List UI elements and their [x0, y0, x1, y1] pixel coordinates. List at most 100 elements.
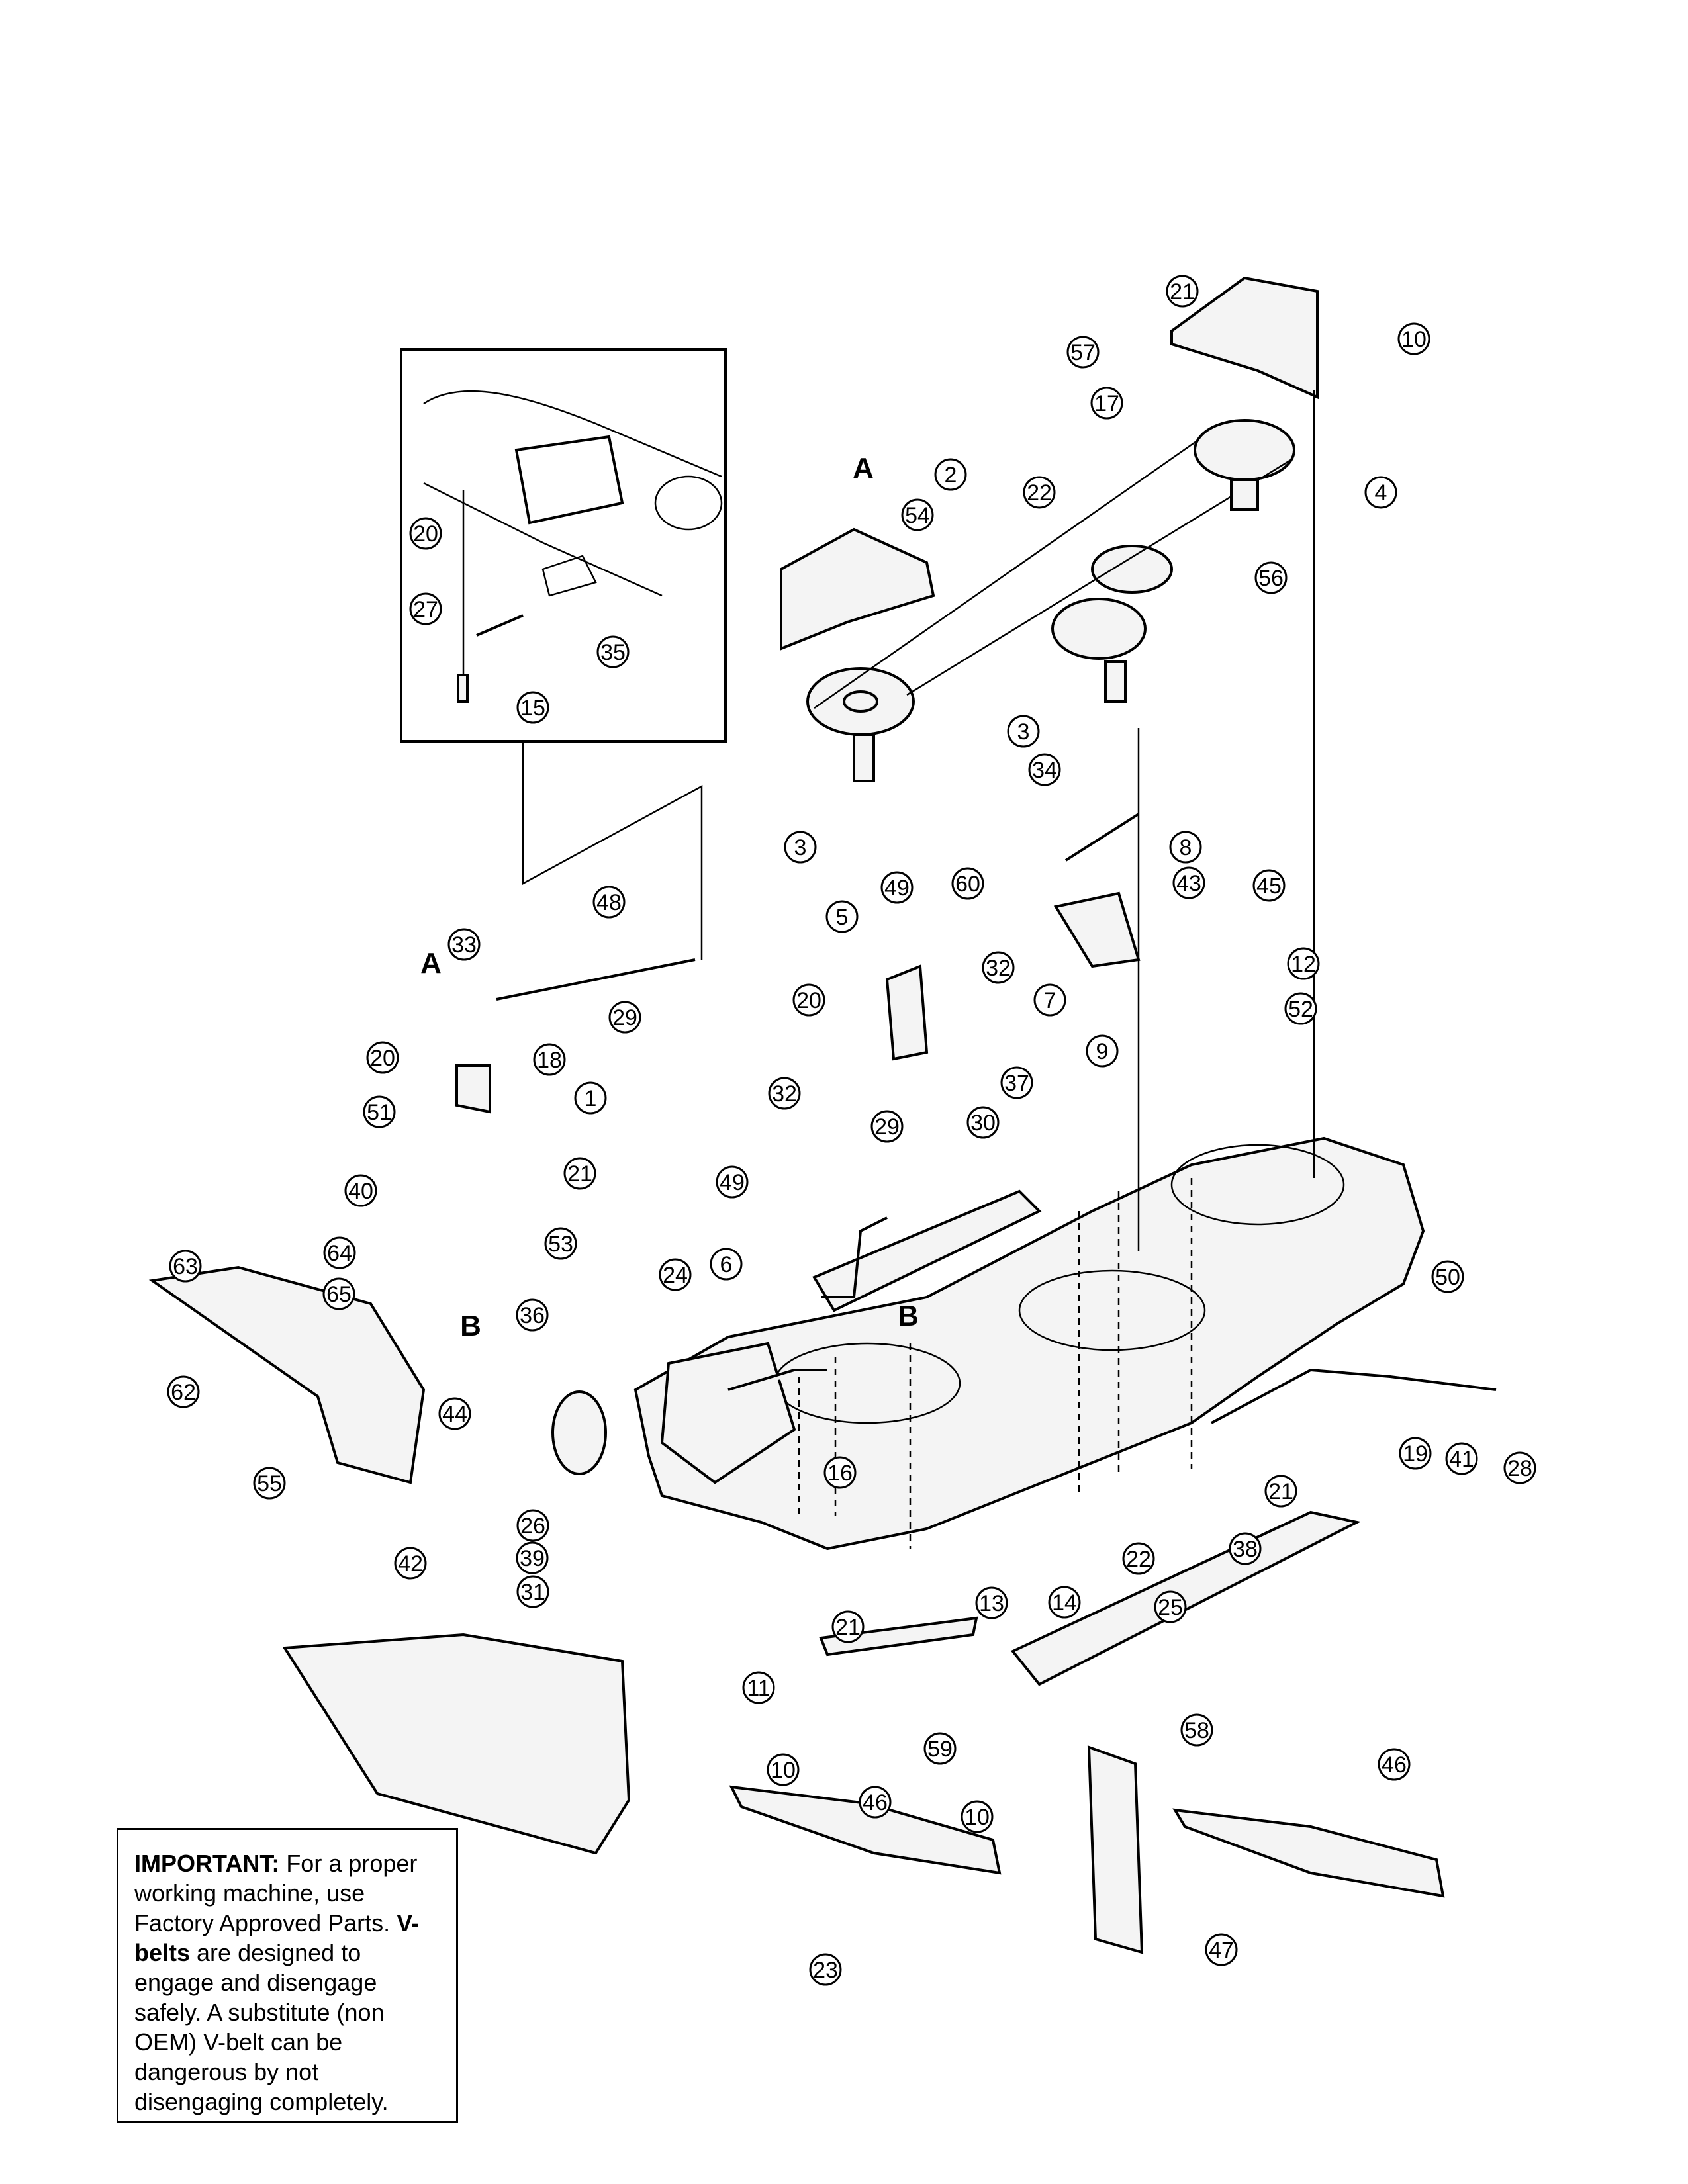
callout-circle [792, 983, 825, 1017]
callout-number: 30 [970, 1111, 996, 1136]
callout-circle [533, 1043, 566, 1076]
callout-number: 58 [1184, 1718, 1209, 1743]
callout-number: 62 [171, 1380, 196, 1405]
callout-26: 26 [516, 1509, 549, 1542]
callout-number: 10 [1401, 327, 1427, 352]
callout-circle [516, 1298, 549, 1332]
stabilizer-rod [1211, 1368, 1497, 1424]
callout-3: 3 [1007, 715, 1040, 748]
callout-number: 10 [771, 1758, 796, 1783]
pulley-cover [1170, 276, 1319, 400]
callout-number: 46 [863, 1790, 888, 1815]
callout-number: 36 [520, 1303, 545, 1328]
callout-circle [1284, 992, 1317, 1025]
callout-circle [1166, 275, 1199, 308]
callout-circle [767, 1753, 800, 1786]
callout-34: 34 [1028, 753, 1061, 786]
callout-30: 30 [966, 1106, 1000, 1139]
callout-circle [923, 1732, 957, 1765]
callout-circle [975, 1586, 1008, 1619]
callout-number: 33 [451, 933, 477, 958]
callout-21: 21 [1264, 1475, 1297, 1508]
callout-32: 32 [768, 1077, 801, 1110]
section-letter-a-top: A [853, 452, 874, 484]
callout-36: 36 [516, 1298, 549, 1332]
callout-circle [563, 1157, 596, 1190]
callout-circle [409, 517, 442, 550]
callout-62: 62 [167, 1375, 200, 1408]
callout-12: 12 [1287, 947, 1320, 980]
callout-64: 64 [323, 1236, 356, 1269]
belt-cover [780, 527, 935, 651]
callout-number: 38 [1233, 1537, 1258, 1562]
callout-circle [322, 1277, 355, 1310]
callout-42: 42 [394, 1547, 427, 1580]
callout-circle [1023, 476, 1056, 509]
callout-circle [323, 1236, 356, 1269]
callout-1: 1 [574, 1081, 607, 1115]
callout-29: 29 [870, 1110, 904, 1143]
callout-31: 31 [516, 1575, 549, 1608]
callout-20: 20 [366, 1041, 399, 1074]
callout-47: 47 [1205, 1933, 1238, 1966]
callout-28: 28 [1503, 1451, 1536, 1484]
callout-number: 21 [567, 1161, 592, 1187]
callout-number: 10 [964, 1805, 990, 1830]
assembly-guide-lines [798, 390, 1315, 1549]
callout-number: 9 [1096, 1039, 1109, 1064]
callout-10: 10 [767, 1753, 800, 1786]
callout-number: 24 [663, 1263, 688, 1288]
callout-6: 6 [710, 1248, 743, 1281]
callout-number: 35 [600, 640, 626, 665]
callout-circle [951, 867, 984, 900]
callout-21: 21 [831, 1610, 865, 1643]
vbelts-term: V-belts [134, 1909, 420, 1966]
callout-2: 2 [934, 458, 967, 491]
callout-25: 25 [1154, 1590, 1187, 1623]
callout-41: 41 [1445, 1442, 1478, 1475]
callout-14: 14 [1048, 1586, 1081, 1619]
callout-circle [516, 1575, 549, 1608]
callout-16: 16 [823, 1456, 857, 1489]
callout-circle [716, 1165, 749, 1199]
bracket-5 [885, 964, 929, 1061]
baffle-right [1010, 1510, 1361, 1686]
callout-22: 22 [1023, 476, 1056, 509]
callout-27: 27 [409, 592, 442, 625]
callout-number: 19 [1403, 1441, 1428, 1467]
callout-circle [901, 498, 934, 531]
callout-number: 43 [1176, 871, 1201, 896]
baffle-small [819, 1616, 978, 1657]
callout-circle [880, 871, 914, 904]
callout-circle [363, 1095, 396, 1128]
callout-number: 13 [979, 1591, 1004, 1616]
callout-circle [544, 1227, 577, 1260]
callout-circle [409, 592, 442, 625]
mulch-cover [282, 1633, 631, 1855]
callout-circle [870, 1110, 904, 1143]
callout-number: 23 [813, 1958, 838, 1983]
callout-number: 17 [1094, 391, 1119, 416]
callout-3: 3 [784, 831, 817, 864]
callout-44: 44 [438, 1397, 471, 1430]
callout-51: 51 [363, 1095, 396, 1128]
callout-number: 21 [1268, 1479, 1293, 1504]
important-note-text: IMPORTANT: For a proper working machine,… [134, 1848, 440, 2116]
callout-circle [1445, 1442, 1478, 1475]
callout-53: 53 [544, 1227, 577, 1260]
callout-58: 58 [1180, 1713, 1213, 1747]
callout-33: 33 [447, 928, 481, 961]
callout-circle [447, 928, 481, 961]
important-note: IMPORTANT: For a proper working machine,… [117, 1828, 458, 2123]
callout-number: 45 [1256, 874, 1282, 899]
callout-43: 43 [1172, 866, 1205, 899]
callout-circle [1033, 983, 1066, 1017]
callout-number: 18 [537, 1048, 562, 1073]
callout-number: 56 [1258, 566, 1284, 591]
callout-circle [1048, 1586, 1081, 1619]
callout-60: 60 [951, 867, 984, 900]
callout-circle [823, 1456, 857, 1489]
callout-32: 32 [982, 951, 1015, 984]
callout-49: 49 [880, 871, 914, 904]
